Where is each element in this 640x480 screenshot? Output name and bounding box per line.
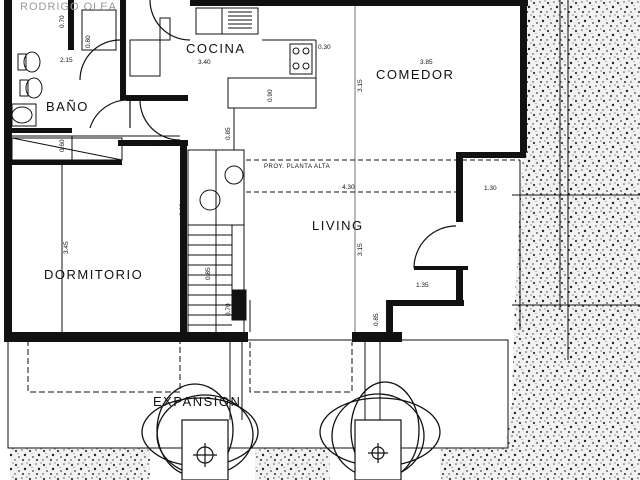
trees (141, 381, 441, 479)
stove (289, 43, 313, 75)
dim-comedor-height: 3.15 (357, 79, 364, 92)
walls (4, 0, 528, 342)
wall-bottom-left (4, 332, 248, 342)
wall-top-right (190, 0, 528, 6)
dim-cocina-width: 3.40 (198, 59, 211, 66)
wall-step-v (456, 270, 463, 306)
toilet (23, 51, 41, 73)
dim-bano-f: 0.70 (59, 15, 66, 28)
wall-step-v2 (386, 300, 393, 342)
staircase (187, 149, 247, 336)
dim-hall-d: 0.60 (179, 203, 186, 216)
wall-left (4, 0, 12, 338)
dim-stair-a: 0.85 (225, 127, 232, 140)
wall-bottom-mid (352, 332, 402, 342)
label-cocina: COCINA (186, 41, 246, 56)
dim-comedor-width: 3.85 (420, 59, 433, 66)
dim-wall-a: 0.85 (373, 313, 380, 326)
door-swing-hall (139, 99, 181, 141)
label-expansion: EXPANSION (153, 394, 241, 409)
expansion-terrace (7, 339, 509, 449)
door-swing-living (413, 225, 457, 269)
dim-step-depth: 1.35 (416, 282, 429, 289)
dim-bano-e: 0.80 (85, 35, 92, 48)
expansion-dashed-line-right (249, 342, 353, 393)
note-planta-alta: PROY. PLANTA ALTA (264, 164, 330, 170)
wall-bath-bottom (12, 128, 72, 133)
dim-living-height: 3.15 (357, 243, 364, 256)
room-labels: COCINA COMEDOR BAÑO LIVING DORMITORIO EX… (44, 41, 454, 409)
wall-step (386, 300, 464, 306)
doors (79, 0, 468, 270)
terrace-outline (7, 0, 640, 449)
watermark: RODRIGO OLEA (20, 1, 117, 13)
washbasin (11, 106, 33, 124)
wall-stair-left (180, 146, 187, 338)
dim-right-offset: 1.30 (484, 185, 497, 192)
expansion-dashed-line (27, 340, 181, 393)
wall-kitchen-bottom (126, 95, 188, 101)
door-swing-bath-2 (79, 39, 121, 81)
dim-stair-c: 0.70 (225, 303, 232, 316)
wall-hall-top (118, 140, 188, 146)
gravel-terrain (10, 0, 640, 480)
gravel-bottom-left (10, 448, 150, 480)
door-swing-bath (89, 99, 131, 129)
dim-bano-width: 2.15 (60, 57, 73, 64)
gravel-bottom-middle (255, 448, 330, 480)
dim-cocina-depth: 0.90 (267, 89, 274, 102)
dim-stair-b: 0.85 (205, 267, 212, 280)
label-dormitorio: DORMITORIO (44, 267, 143, 282)
door-swing-kitchen (149, 0, 191, 41)
bathroom-fixtures (11, 9, 117, 127)
dim-dormitorio-height: 3.45 (63, 241, 70, 254)
dim-living-width: 4.30 (342, 184, 355, 191)
label-bano: BAÑO (46, 99, 89, 114)
wall-kitchen-left (120, 0, 126, 100)
kitchen-fixtures (129, 7, 313, 77)
wall-living-right-2 (456, 152, 526, 158)
gravel-bottom-right (440, 448, 510, 480)
dim-bano-d: 0.60 (59, 139, 66, 152)
dim-counter-width: 0.30 (318, 44, 331, 51)
dimension-labels: 3.40 3.85 3.15 4.30 3.15 3.45 1.30 1.35 … (59, 15, 497, 326)
planters (181, 419, 402, 480)
interior-lines (11, 6, 521, 420)
sink (221, 7, 259, 35)
wall-bath-right (68, 0, 74, 50)
label-comedor: COMEDOR (376, 67, 454, 82)
wall-right (520, 0, 527, 152)
dim-hall-width: 1.15 (146, 140, 159, 147)
label-living: LIVING (312, 218, 364, 233)
wall-living-right (456, 152, 463, 222)
bidet (25, 77, 43, 99)
wall-dorm-top (12, 160, 122, 165)
